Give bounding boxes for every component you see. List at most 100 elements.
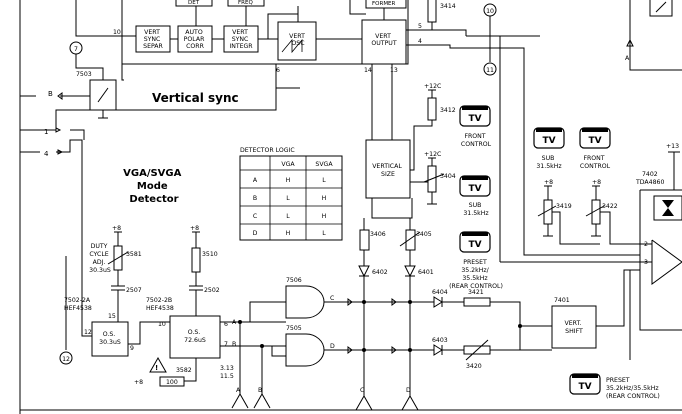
capacitor-2502-label: 2502: [204, 287, 220, 294]
preset-bottom-text: PRESET 35.2kHz/35.5kHz (REAR CONTROL): [606, 377, 661, 400]
gate-7505-label: 7505: [286, 325, 302, 332]
right-upper-frame: [629, 0, 682, 71]
node-10-label: 10: [486, 8, 494, 15]
tv-front-control: TV FRONT CONTROL: [459, 105, 492, 148]
capacitor-2507-label: 2507: [126, 287, 142, 294]
os1-pin-12: 12: [84, 329, 92, 336]
os2-pin-6: 6: [224, 321, 228, 328]
freq-label: FREQ: [238, 0, 253, 6]
main-ic-frame: DET FREQ FORMER VERT SYNC SEPAR AUTO POL…: [121, 0, 409, 65]
resistor-3414: [427, 0, 437, 23]
front-control-text: FRONT CONTROL: [461, 133, 492, 148]
potentiometer-3422-label: 3422: [602, 203, 618, 210]
preset-text: PRESET 35.2kHz/ 35.5kHz (REAR CONTROL): [449, 259, 503, 290]
diode-6401: [404, 265, 416, 278]
bottom-label-b: B: [258, 387, 262, 394]
hef-1-label: 7502-2A HEF4538: [64, 297, 92, 312]
one-shot-section: DUTY CYCLE ADJ. 30.3uS +8 3581 2507 7502…: [59, 225, 237, 387]
vert-shift-label-num: 7401: [554, 297, 570, 304]
svg-text:TV: TV: [468, 240, 481, 250]
table-row-c-svga: H: [322, 213, 327, 220]
value-3-13: 3.13: [220, 365, 234, 372]
supply-12c-b: +12C: [424, 151, 441, 158]
detector-logic-title: DETECTOR LOGIC: [240, 147, 295, 154]
vert-sync-integr-block: [223, 25, 259, 53]
diode-6403-label: 6403: [432, 337, 448, 344]
node-11-label: 11: [486, 67, 494, 74]
bottom-arrow-b: [253, 393, 271, 409]
vertical-size-block: [365, 139, 411, 199]
signal-b-out: B: [232, 341, 236, 348]
bottom-label-a: A: [236, 387, 241, 394]
resistor-3510-label: 3510: [202, 251, 218, 258]
resistor-3421-label: 3421: [468, 289, 484, 296]
signal-d-label: D: [330, 343, 335, 350]
one-shot-1-label: O.S. 30.3uS: [99, 331, 121, 346]
tda4860-label: 7402 TDA4860: [635, 171, 664, 186]
table-row-b-svga: H: [322, 195, 327, 202]
vertical-size-label: VERTICAL SIZE: [372, 163, 404, 178]
table-row-d-key: D: [253, 230, 258, 237]
right-node-a: A: [625, 55, 630, 62]
potentiometer-3404-label: 3404: [440, 173, 456, 180]
os2-pin-7: 7: [224, 341, 228, 348]
det-label: DET: [188, 0, 200, 6]
vert-sync-separ-label: VERT SYNC SEPAR: [143, 29, 163, 50]
svg-text:TV: TV: [468, 114, 481, 124]
potentiometer-3420-label: 3420: [466, 363, 482, 370]
table-header-svga: SVGA: [315, 161, 333, 168]
potentiometer-3581-label: 3581: [126, 251, 142, 258]
former-label: FORMER: [372, 1, 396, 7]
svg-text:TV: TV: [578, 382, 591, 392]
diode-6401-label: 6401: [418, 269, 434, 276]
vert-osc-label: VERT OSC: [289, 33, 307, 47]
table-row-a-vga: H: [286, 177, 291, 184]
hef-2-label: 7502-2B HEF4538: [146, 297, 174, 312]
pin-6: 6: [276, 67, 280, 74]
gate-7506: [285, 285, 325, 319]
potentiometer-3405: [405, 229, 416, 251]
former-block: [365, 0, 407, 9]
table-header-vga: VGA: [281, 161, 295, 168]
resistor-3406: [359, 229, 370, 251]
potentiometer-3419-label: 3419: [556, 203, 572, 210]
svg-text:TV: TV: [542, 136, 555, 146]
tda-symbol: [662, 200, 674, 216]
bottom-label-d: D: [406, 387, 411, 394]
resistor-3412: [427, 97, 437, 121]
input-4-label: 4: [44, 150, 49, 158]
resistor-3510: [191, 247, 201, 273]
resistor-3412-label: 3412: [440, 107, 456, 114]
diode-6402: [358, 265, 370, 278]
bottom-arrow-d: [401, 395, 419, 411]
vert-output-label: VERT OUTPUT: [371, 33, 396, 47]
one-shot-2: [169, 315, 221, 359]
pin-4: 4: [418, 38, 422, 45]
gate-section: 7506 C 7505 D 6404 3421 6403 3420: [220, 269, 640, 411]
supply-8-os2: +8: [190, 225, 199, 232]
tv-preset-bottom: TV PRESET 35.2kHz/35.5kHz (REAR CONTROL): [569, 373, 661, 400]
resistor-3414-label: 3414: [440, 3, 456, 10]
node-12: [59, 351, 73, 365]
pin-13: 13: [390, 67, 398, 74]
value-11-5: 11.5: [220, 373, 234, 380]
sub-top-text: SUB 31.5kHz: [536, 155, 561, 170]
table-row-b-key: B: [253, 195, 257, 202]
signal-c-label: C: [330, 295, 334, 302]
tv-sub-31-5: TV SUB 31.5kHz: [459, 175, 491, 217]
gate-7506-label: 7506: [286, 277, 302, 284]
input-1-label: 1: [44, 128, 48, 136]
resistor-3582-label: 3582: [176, 367, 192, 374]
supply-8-sub: +8: [544, 179, 553, 186]
table-row-a-key: A: [253, 177, 258, 184]
detector-logic-table: DETECTOR LOGIC VGA SVGA A H L B L H C L …: [239, 147, 343, 241]
vertical-size-section: VERTICAL SIZE +12C 3412 +12C 3404 3406 3…: [358, 64, 456, 396]
table-row-c-vga: L: [286, 213, 290, 220]
sawtooth-symbol: [281, 38, 303, 54]
resistor-100-label: 100: [166, 379, 178, 386]
input-b-label: B: [48, 90, 53, 98]
one-shot-2-label: O.S. 72.6uS: [184, 329, 206, 344]
vert-osc-block: [277, 21, 317, 61]
os1-pin-15: 15: [108, 313, 116, 320]
